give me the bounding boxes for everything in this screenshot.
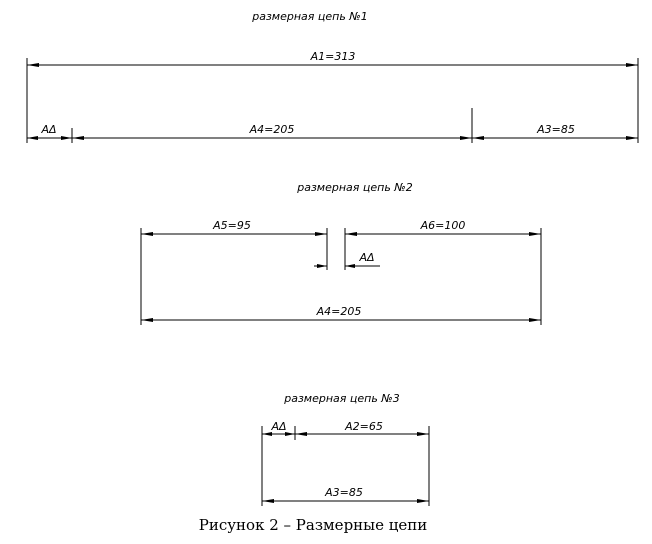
chain-1-dim-a1 [27,63,638,67]
chain-3-label-ad: AΔ [270,420,286,433]
chain-3-label-a2: A2=65 [344,420,383,433]
chain-2-label-a4: A4=205 [316,305,362,318]
chain-1-dim-a3 [472,136,638,140]
chain-1-label-a4: A4=205 [249,123,295,136]
chain-3-dim-a2 [295,432,429,436]
chain-2-label-a6: A6=100 [420,219,466,232]
chain-1-dim-a4 [72,136,472,140]
chain-1-dim-ad [27,136,72,140]
chain-2-dim-ad [314,264,380,268]
chain-3-label-a3: A3=85 [324,486,363,499]
figure-caption: Рисунок 2 – Размерные цепи [199,516,428,534]
chain-1-label-a1: A1=313 [310,50,356,63]
chain-2-title: размерная цепь №2 [296,181,413,194]
chain-1-label-a3: A3=85 [536,123,575,136]
chain-2-label-a5: A5=95 [212,219,251,232]
chain-3-dim-a3 [262,499,429,503]
chain-2-label-ad: AΔ [358,251,374,264]
chain-1-title: размерная цепь №1 [251,10,368,23]
chain-2-dim-a4 [141,318,541,322]
chain-3-title: размерная цепь №3 [283,392,400,405]
chain-1-label-ad: AΔ [40,123,56,136]
chain-3-dim-ad [262,432,295,436]
chain-2-dim-a6 [345,232,541,236]
chain-2-dim-a5 [141,232,327,236]
